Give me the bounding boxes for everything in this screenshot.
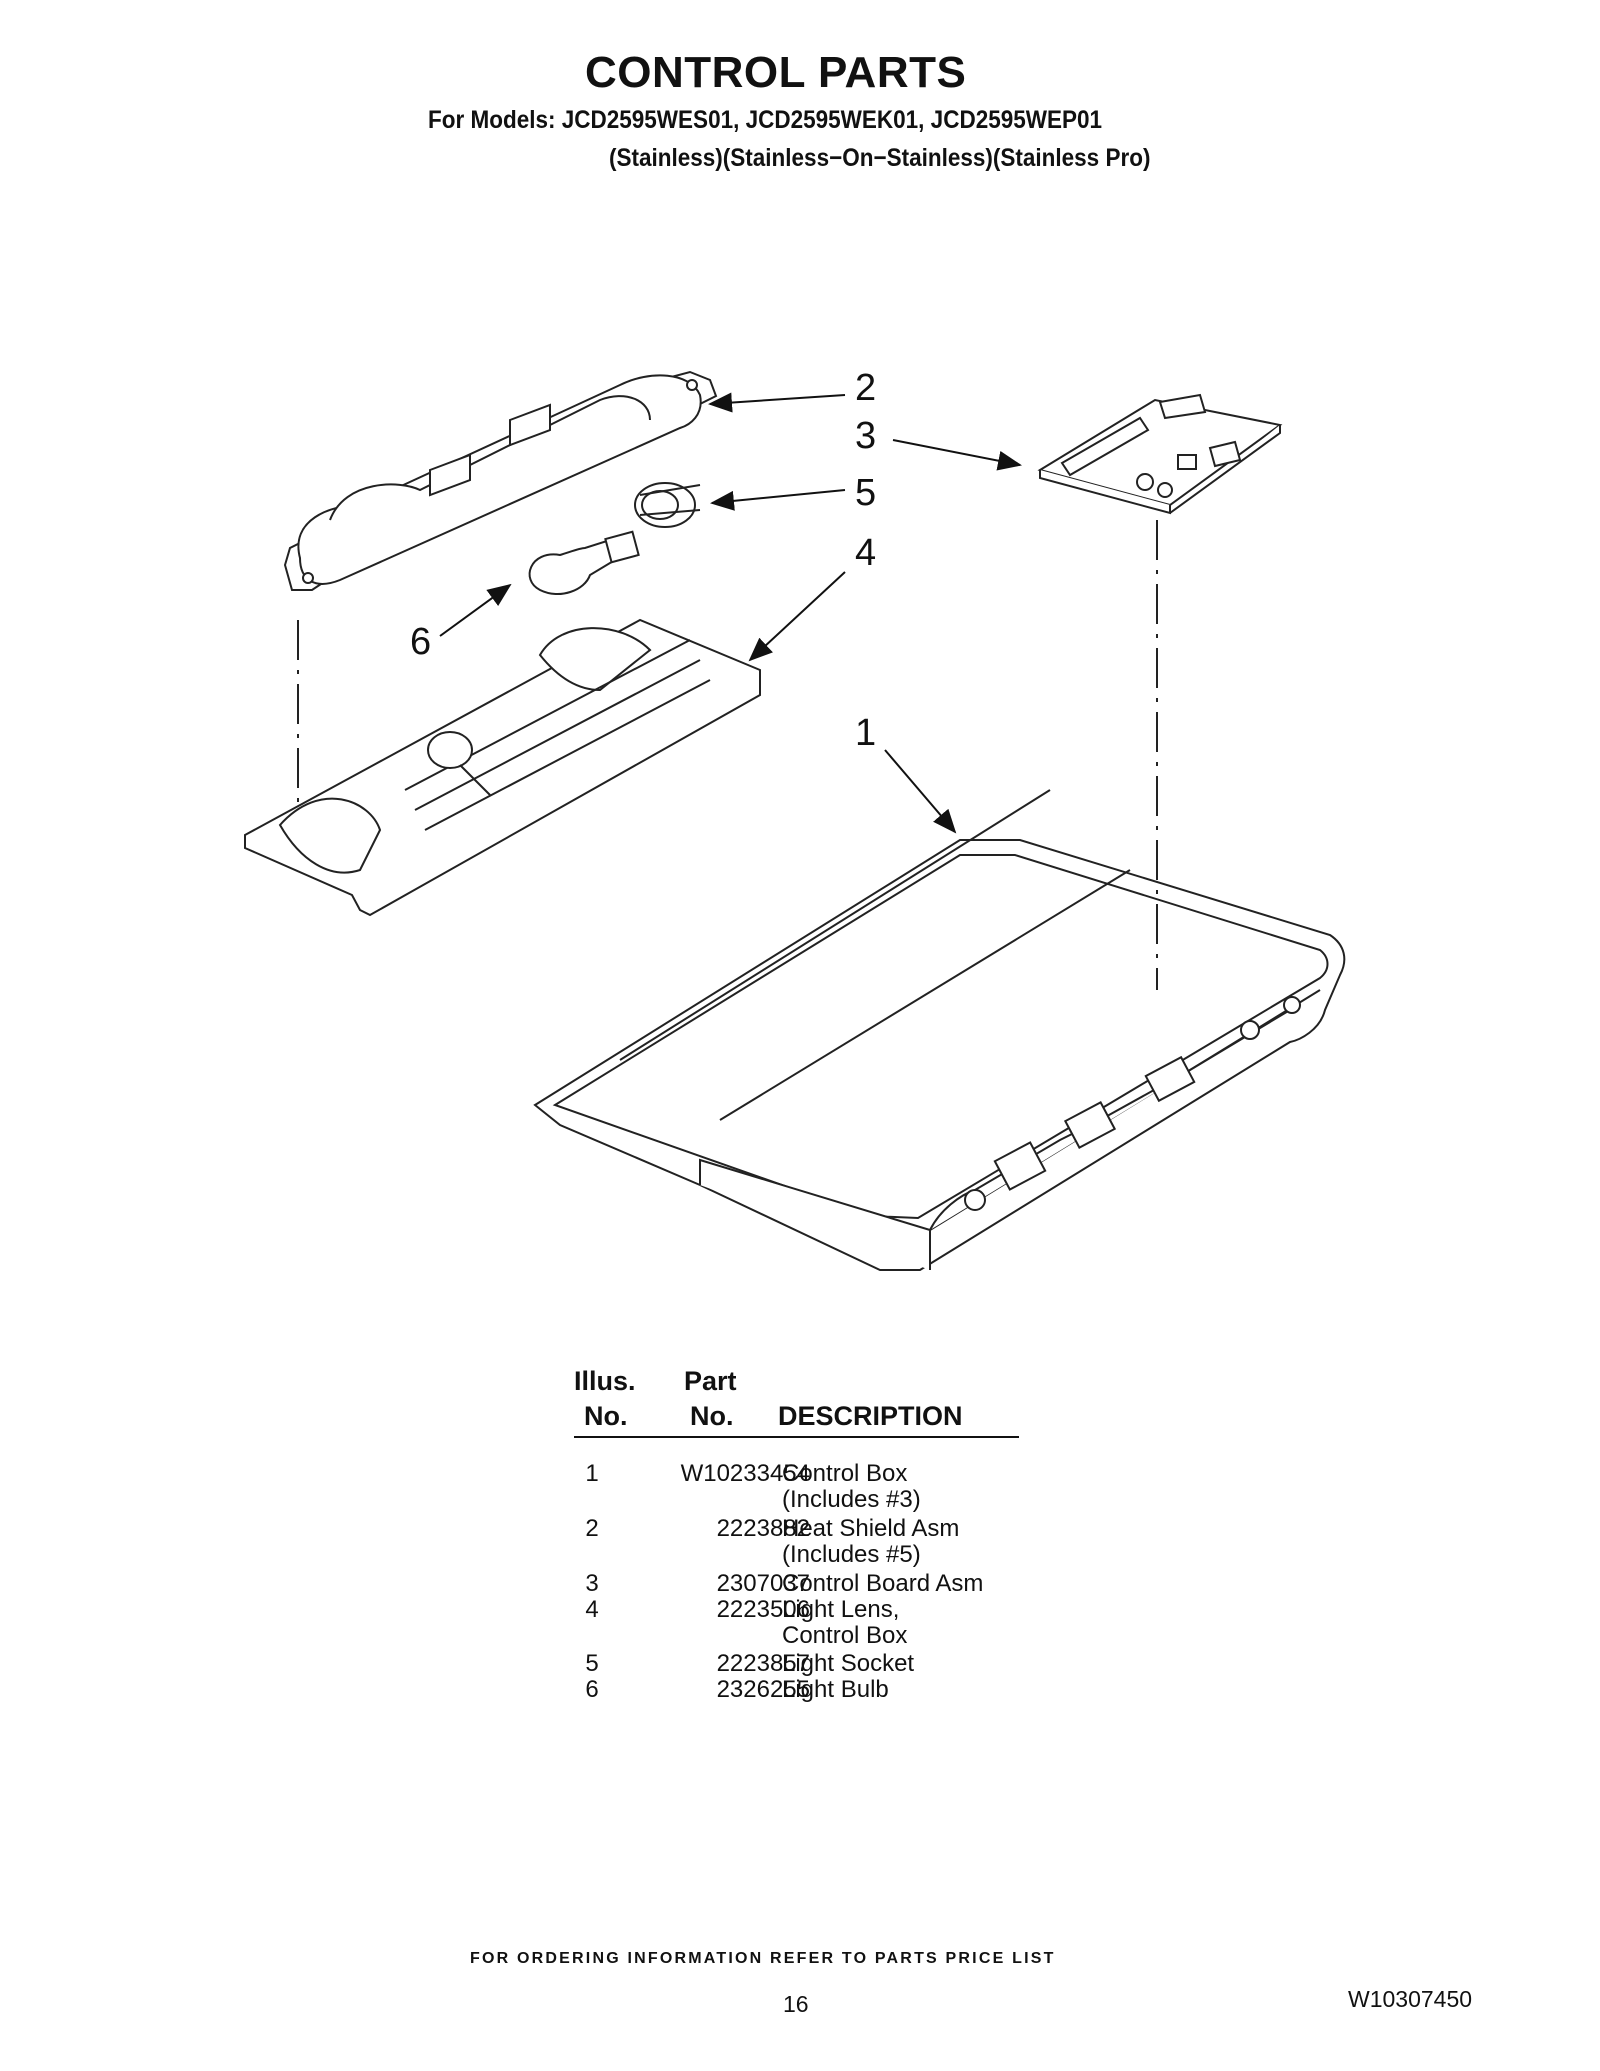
table-row: 6 2326255 Light Bulb [574,1676,1074,1704]
header-rule [574,1436,1019,1438]
description: Heat Shield Asm [782,1515,960,1542]
callout-2: 2 [855,367,876,409]
heat-shield-drawing [283,370,718,591]
header-illus: Illus. [574,1366,636,1396]
illus-no: 4 [585,1596,599,1623]
callout-4: 4 [855,532,876,574]
illus-no: 2 [585,1515,599,1542]
table-row: 5 2223857 Light Socket [574,1650,1074,1678]
ordering-note: FOR ORDERING INFORMATION REFER TO PARTS … [470,1950,1056,1967]
finishes-line: (Stainless)(Stainless−On−Stainless)(Stai… [609,144,1151,172]
header-part-no: No. [690,1401,734,1431]
table-row: 1 W10233454 Control Box [574,1460,1074,1488]
exploded-parts-diagram: 1 2 3 4 5 6 [244,367,1346,1271]
header-illus-no: No. [584,1401,628,1431]
table-row: Control Box [574,1622,1074,1650]
part-no: 2223506 [716,1596,810,1623]
part-no: 2223857 [716,1650,810,1677]
part-no: 2326255 [716,1676,810,1703]
illus-no: 6 [585,1676,599,1703]
page-number: 16 [783,1991,809,2017]
description: (Includes #5) [782,1541,921,1568]
callout-1: 1 [855,712,876,754]
leader-6 [439,583,512,637]
table-row: 4 2223506 Light Lens, [574,1596,1074,1624]
page-title: CONTROL PARTS [585,48,967,97]
leader-1 [884,749,957,834]
illus-no: 1 [585,1460,599,1487]
callout-6: 6 [410,621,431,663]
illus-no: 5 [585,1650,599,1677]
illus-no: 3 [585,1570,599,1597]
control-board-drawing [1037,393,1283,515]
description: Control Box [782,1460,908,1487]
light-lens-drawing [244,618,761,917]
table-row: (Includes #3) [574,1486,1074,1514]
models-line: For Models: JCD2595WES01, JCD2595WEK01, … [428,106,1103,134]
light-bulb-drawing [528,530,640,595]
table-row: (Includes #5) [574,1541,1074,1569]
part-no: 2223882 [716,1515,810,1542]
header-part: Part [684,1366,737,1396]
table-row: 3 2307037 Control Board Asm [574,1570,1074,1598]
control-box-drawing [533,789,1346,1271]
leader-3 [892,439,1022,471]
description: Light Bulb [782,1676,889,1703]
description: Control Box [782,1622,908,1649]
description: (Includes #3) [782,1486,921,1513]
leader-2 [708,392,846,413]
part-no: W10233454 [680,1460,810,1487]
table-row: 2 2223882 Heat Shield Asm [574,1515,1074,1543]
leader-arrows [439,392,1022,834]
document-number: W10307450 [1348,1986,1473,2012]
description: Light Socket [782,1650,915,1677]
light-socket-drawing [634,482,701,528]
leader-5 [710,489,846,511]
header-description: DESCRIPTION [778,1401,963,1431]
description: Light Lens, [782,1596,900,1623]
part-no: 2307037 [716,1570,810,1597]
callout-5: 5 [855,472,876,514]
description: Control Board Asm [782,1570,984,1597]
leader-4 [748,571,846,662]
callout-3: 3 [855,415,876,457]
alignment-lines [297,520,1158,990]
